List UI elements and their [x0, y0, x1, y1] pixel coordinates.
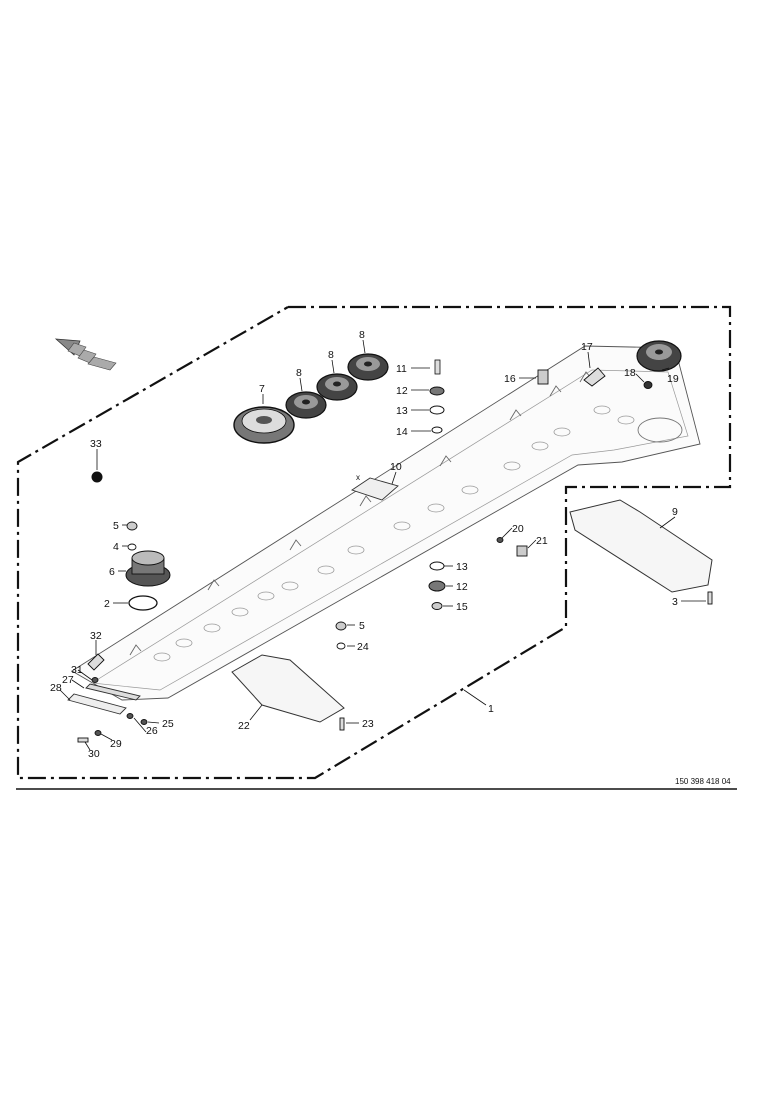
- gear-wheel: [636, 340, 682, 372]
- direction-arrow-icon: [54, 338, 117, 371]
- part-label: 3: [672, 596, 678, 608]
- part-label: 26: [146, 725, 158, 737]
- part-label: 29: [110, 738, 122, 750]
- part-label: 10: [390, 461, 402, 473]
- part-label: 8: [296, 367, 302, 379]
- part-label: 16: [504, 373, 516, 385]
- part-label: 13: [456, 561, 468, 573]
- part-label: 24: [357, 641, 369, 653]
- part-label: 32: [90, 630, 102, 642]
- gear-wheel: [233, 406, 295, 444]
- part-label: 28: [50, 682, 62, 694]
- cover-plate-left: [231, 654, 345, 723]
- part-label: 8: [328, 349, 334, 361]
- part-label: 20: [512, 523, 524, 535]
- small-hardware: [77, 367, 713, 743]
- marker-dot-icon: [91, 471, 103, 483]
- part-label: 21: [536, 535, 548, 547]
- part-label: 5: [359, 620, 365, 632]
- guard-bar: [67, 683, 141, 715]
- part-label: 25: [162, 718, 174, 730]
- part-labels: 1 2 3 4 5 6 7 8 8 8 9 10 11 12 13 14 13 …: [50, 329, 679, 760]
- part-label: 18: [624, 367, 636, 379]
- part-label: 8: [359, 329, 365, 341]
- part-label: 12: [456, 581, 468, 593]
- assembly-boundary: [16, 305, 732, 780]
- gear-wheel: [316, 373, 358, 401]
- part-label: 1: [488, 703, 494, 715]
- leader-lines: [59, 339, 706, 751]
- part-label: 4: [113, 541, 119, 553]
- part-label: 7: [259, 383, 265, 395]
- part-label: 9: [672, 506, 678, 518]
- part-label: 22: [238, 720, 250, 732]
- part-label: 14: [396, 426, 408, 438]
- x-label: x: [356, 473, 360, 482]
- part-label: 2: [104, 598, 110, 610]
- drawing-number: 150 398 418 04: [675, 777, 731, 786]
- part-label: 11: [396, 363, 407, 375]
- part-label: 31: [71, 664, 83, 676]
- part-label: 5: [113, 520, 119, 532]
- part-label: 6: [109, 566, 115, 578]
- drive-hub: [125, 550, 171, 587]
- part-label: 17: [581, 341, 593, 353]
- part-label: 13: [396, 405, 408, 417]
- bracket-plate: [350, 477, 399, 501]
- cutter-bar-beam: [71, 345, 701, 701]
- part-label: 19: [667, 373, 679, 385]
- gear-wheel: [347, 353, 389, 381]
- cover-plate-right: [569, 499, 713, 593]
- o-ring: [128, 595, 158, 611]
- part-label: 33: [90, 438, 102, 450]
- part-label: 15: [456, 601, 468, 613]
- part-label: 30: [88, 748, 100, 760]
- part-label: 27: [62, 674, 74, 686]
- part-label: 12: [396, 385, 408, 397]
- gear-wheel: [285, 391, 327, 419]
- part-label: 23: [362, 718, 374, 730]
